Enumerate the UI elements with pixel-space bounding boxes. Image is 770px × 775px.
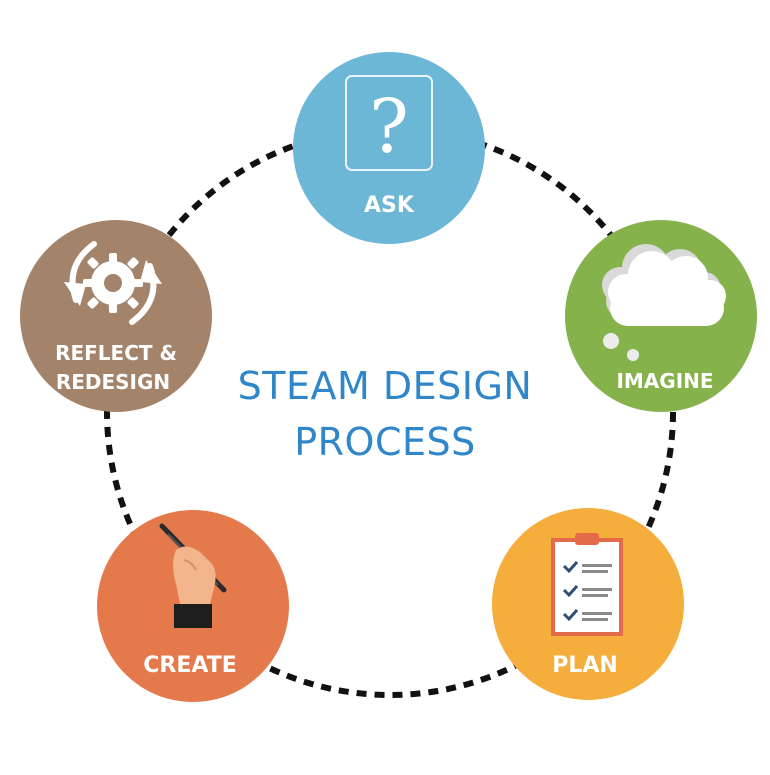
step-ask: ? ASK	[293, 52, 485, 244]
reflect-label-line1: REFLECT &	[55, 341, 177, 365]
reflect-circle	[20, 220, 212, 412]
plan-label: PLAN	[552, 653, 618, 678]
clipboard-checklist-icon	[551, 533, 623, 636]
reflect-label-line2: REDESIGN	[56, 370, 170, 394]
ask-label: ASK	[364, 193, 415, 218]
step-reflect-redesign: REFLECT & REDESIGN	[20, 220, 212, 412]
title-line-2: PROCESS	[294, 420, 476, 464]
step-imagine: IMAGINE	[565, 220, 757, 412]
create-label: CREATE	[143, 653, 236, 678]
gears-cycle-icon	[64, 241, 162, 325]
ask-circle	[293, 52, 485, 244]
imagine-label: IMAGINE	[616, 369, 713, 393]
step-plan: PLAN	[492, 508, 684, 700]
question-mark-icon: ?	[345, 75, 433, 171]
thought-cloud-icon	[602, 244, 726, 361]
diagram-title: STEAM DESIGN PROCESS	[185, 358, 585, 470]
step-create: CREATE	[97, 510, 289, 702]
svg-text:?: ?	[369, 84, 409, 170]
hand-pencil-icon	[159, 523, 227, 628]
title-line-1: STEAM DESIGN	[237, 364, 533, 408]
